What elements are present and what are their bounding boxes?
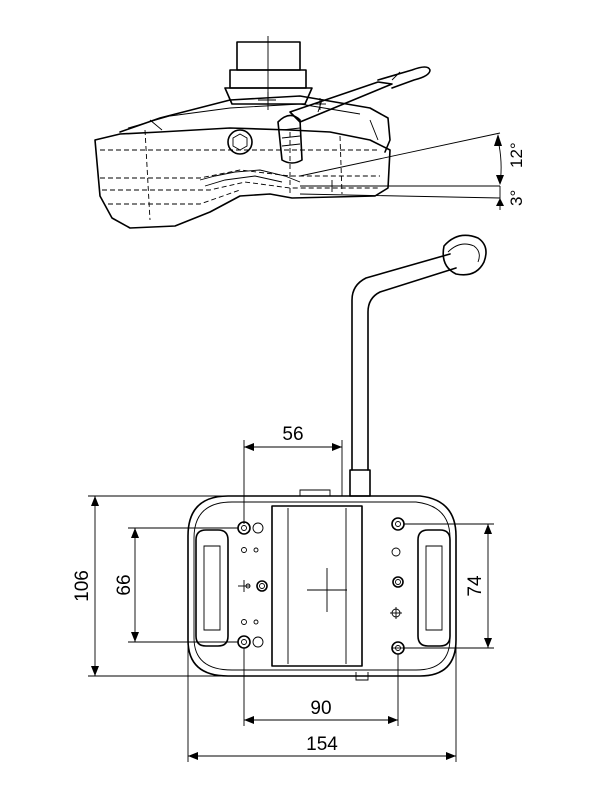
dimension-label-106: 106 xyxy=(72,570,93,602)
angle-dimension-3: 3° xyxy=(496,186,526,210)
dimension-label-66: 66 xyxy=(114,574,135,595)
angle-dimension-12: 12° xyxy=(494,134,526,185)
dimension-90: 90 xyxy=(243,648,399,726)
side-view xyxy=(94,36,501,229)
dimension-74: 74 xyxy=(404,523,494,649)
dimension-66: 66 xyxy=(114,527,238,643)
angle-label-12: 12° xyxy=(507,142,526,168)
angle-label-3: 3° xyxy=(507,190,526,206)
dimension-56: 56 xyxy=(243,424,343,524)
dimension-label-90: 90 xyxy=(310,698,331,719)
dimension-label-154: 154 xyxy=(306,734,338,755)
dimension-154: 154 xyxy=(187,640,457,762)
dimension-106: 106 xyxy=(72,495,228,677)
plan-view xyxy=(187,234,487,681)
dimension-label-56: 56 xyxy=(282,424,303,445)
dimension-label-74: 74 xyxy=(465,575,486,597)
